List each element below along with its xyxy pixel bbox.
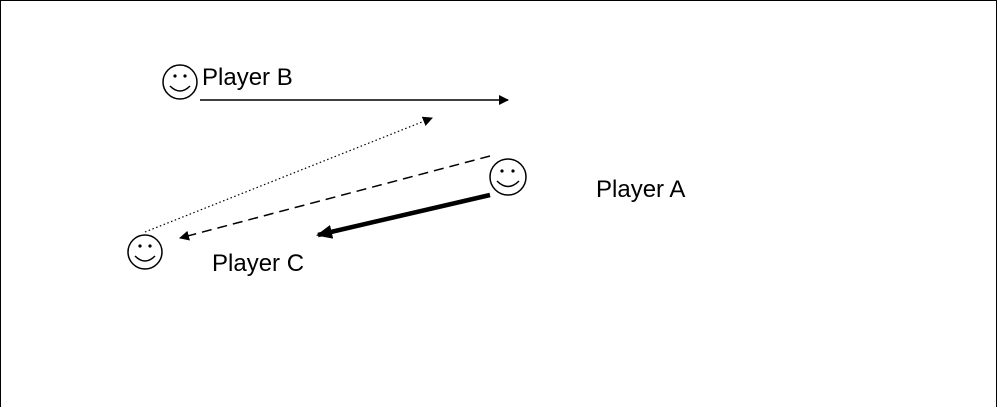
player-a-smiley-icon <box>489 158 527 196</box>
player-a-run-arrow <box>316 192 491 239</box>
player-b-smiley-icon <box>162 64 198 100</box>
player-b-label: Player B <box>202 64 293 91</box>
player-a-label: Player A <box>596 176 686 203</box>
player-c-label: Player C <box>212 250 305 277</box>
dashed-pass-arrow <box>179 155 491 241</box>
dotted-pass-arrow <box>144 116 433 233</box>
player-c-smiley-icon <box>127 234 163 270</box>
